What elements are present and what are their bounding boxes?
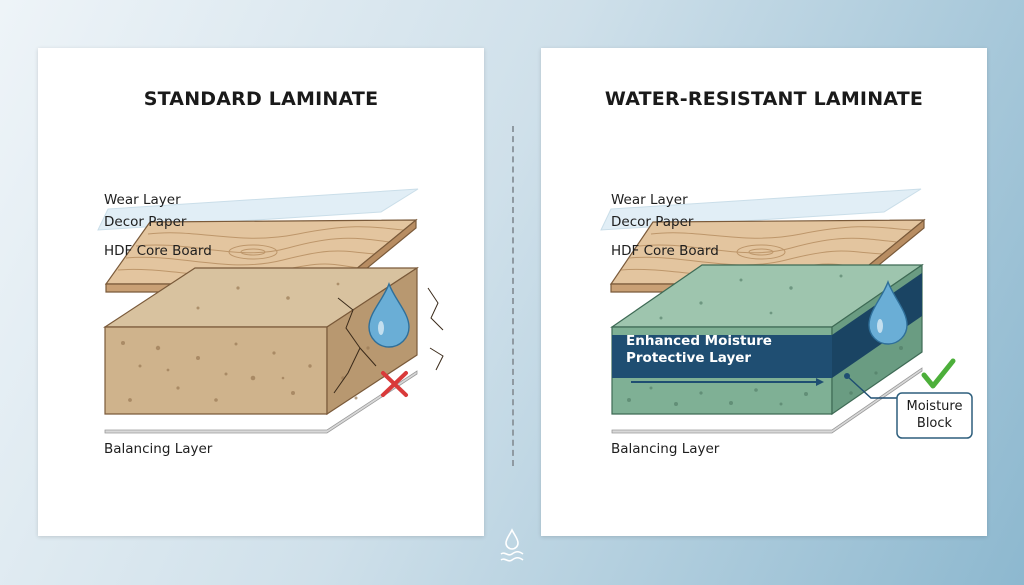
protective-band-front <box>612 335 832 378</box>
success-check-icon <box>921 358 956 389</box>
water-resistant-laminate-diagram <box>600 188 973 439</box>
water-resistant-laminate-panel: WATER-RESISTANT LAMINATE <box>541 48 987 536</box>
callout-line-1: Moisture <box>906 399 963 414</box>
wear-layer-film <box>600 188 922 231</box>
panel-divider <box>512 126 514 466</box>
band-arrow-head <box>816 378 824 386</box>
balancing-layer-label: Balancing Layer <box>611 441 720 457</box>
wear-layer-label: Wear Layer <box>104 192 181 208</box>
moisture-block-text: Moisture Block <box>897 398 972 432</box>
water-resistant-laminate-title: WATER-RESISTANT LAMINATE <box>604 88 924 110</box>
core-speckles <box>627 274 903 406</box>
core-speckles <box>121 282 392 402</box>
callout-connector <box>846 375 897 399</box>
wear-layer-label: Wear Layer <box>611 192 688 208</box>
protective-band-text: Enhanced Moisture Protective Layer <box>626 333 772 367</box>
standard-laminate-title: STANDARD LAMINATE <box>143 88 379 110</box>
balancing-layer-label: Balancing Layer <box>104 441 213 457</box>
decor-paper-label: Decor Paper <box>104 214 187 230</box>
crack-lines <box>333 287 444 394</box>
standard-laminate-diagram <box>97 188 444 434</box>
band-text-line-2: Protective Layer <box>626 350 752 366</box>
wear-layer-film <box>97 188 419 231</box>
moisture-block-callout <box>896 392 973 439</box>
band-text-line-1: Enhanced Moisture <box>626 333 772 349</box>
decor-paper-label: Decor Paper <box>611 214 694 230</box>
water-wave-icon <box>500 528 524 562</box>
core-board-label: HDF Core Board <box>104 243 212 259</box>
failure-cross-icon <box>381 371 408 397</box>
core-board-label: HDF Core Board <box>611 243 719 259</box>
balancing-layer <box>611 367 923 434</box>
callout-line-2: Block <box>916 416 953 431</box>
balancing-layer <box>104 370 418 434</box>
standard-laminate-panel: STANDARD LAMINATE <box>38 48 484 536</box>
